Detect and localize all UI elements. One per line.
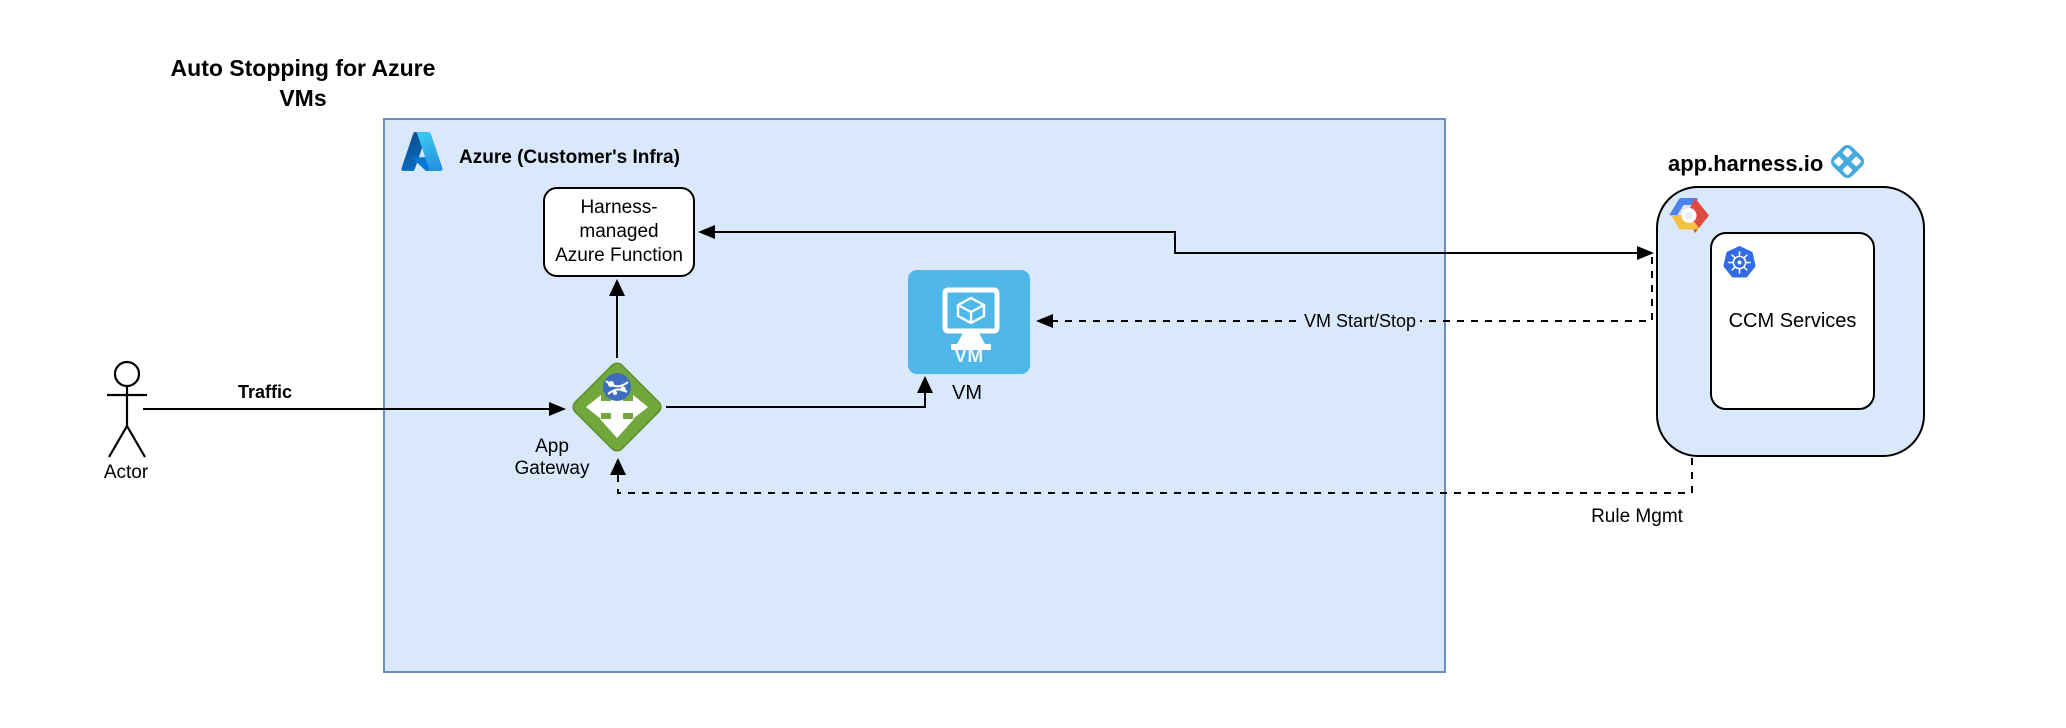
harness-logo-icon xyxy=(1830,144,1865,179)
actor-figure-icon xyxy=(107,360,147,458)
vm-start-stop-edge-label: VM Start/Stop xyxy=(1299,310,1421,333)
ccm-services-label: CCM Services xyxy=(1728,310,1857,332)
vm-monitor-icon xyxy=(942,287,1000,350)
app-gateway-label: App Gateway xyxy=(514,436,590,480)
gcp-logo-icon xyxy=(1669,198,1709,233)
vm-node: VM xyxy=(908,270,1030,374)
vm-label: VM xyxy=(952,382,982,404)
rule-mgmt-edge-label: Rule Mgmt xyxy=(1591,506,1683,527)
kubernetes-icon xyxy=(1723,246,1756,278)
azure-function-label: Harness-managed Azure Function xyxy=(555,196,683,267)
actor-label: Actor xyxy=(103,462,149,483)
edge-rule-mgmt xyxy=(610,458,1693,494)
app-gateway-icon xyxy=(572,362,662,452)
edge-traffic xyxy=(143,402,566,416)
edge-gateway-function xyxy=(609,279,625,358)
traffic-edge-label: Traffic xyxy=(237,382,293,402)
page-title: Auto Stopping for Azure VMs xyxy=(170,55,436,111)
edge-vm-start-stop xyxy=(1036,257,1653,328)
edge-ccm-function xyxy=(698,225,1654,260)
harness-group-label: app.harness.io xyxy=(1668,151,1824,176)
azure-function-node: Harness-managed Azure Function xyxy=(543,187,695,277)
vm-tile-text: VM xyxy=(954,346,984,367)
azure-logo-icon xyxy=(401,132,443,171)
azure-group-label: Azure (Customer's Infra) xyxy=(459,147,680,168)
edge-gateway-vm xyxy=(666,376,933,408)
